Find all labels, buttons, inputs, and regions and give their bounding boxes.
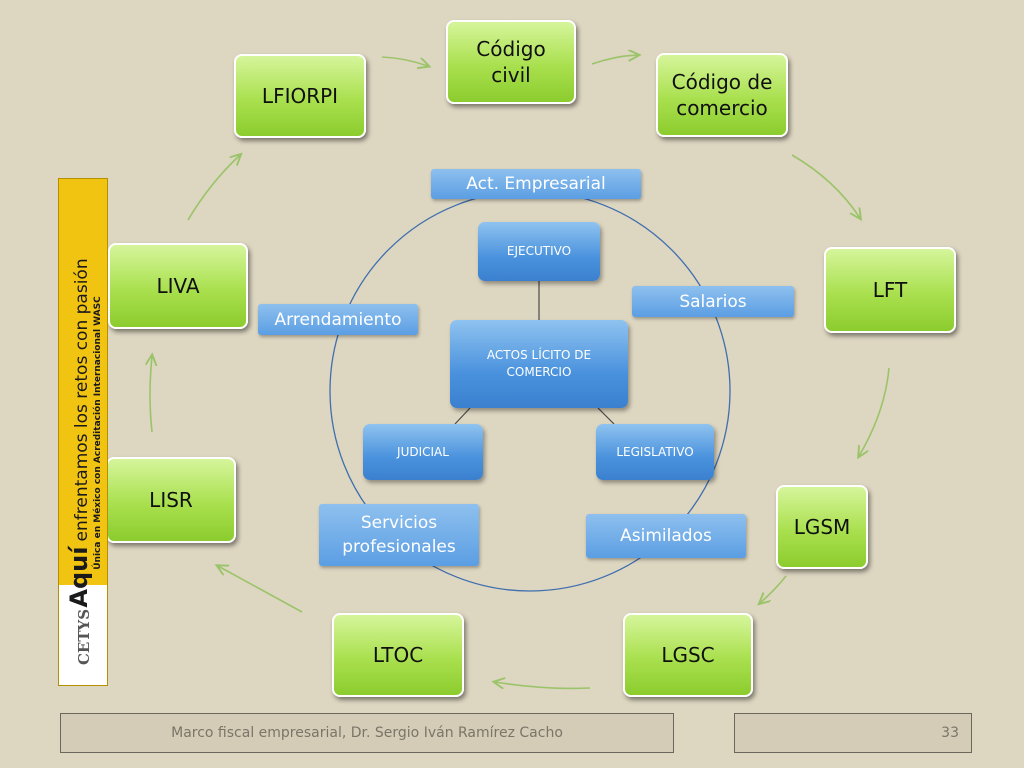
tag-salarios: Salarios xyxy=(632,286,794,317)
logo-brand: CETYS xyxy=(75,608,93,666)
arrow-lisr-liva xyxy=(150,356,152,433)
node-lisr: LISR xyxy=(106,457,236,543)
node-ejecutivo-label: EJECUTIVO xyxy=(506,244,572,258)
node-judicial: JUDICIAL xyxy=(363,424,483,480)
node-judicial-label: JUDICIAL xyxy=(397,444,449,459)
node-lgsm-label: LGSM xyxy=(793,515,851,539)
logo-white-band xyxy=(59,585,107,685)
node-lft-label: LFT xyxy=(872,278,908,302)
tag-arrendamiento-label: Arrendamiento xyxy=(274,309,402,330)
node-lfiorpi-label: LFIORPI xyxy=(261,84,339,108)
node-liva-label: LIVA xyxy=(156,274,200,298)
line-root-legislativo xyxy=(597,407,615,425)
arrow-lfiorpi-codigo-civil xyxy=(381,56,428,66)
tag-salarios-label: Salarios xyxy=(679,291,747,312)
node-lgsm: LGSM xyxy=(776,485,868,569)
tag-asimilados-label: Asimilados xyxy=(620,526,712,546)
tag-asimilados: Asimilados xyxy=(586,514,746,558)
node-lisr-label: LISR xyxy=(149,488,193,512)
node-actos-licito: ACTOS LÍCITO DE COMERCIO xyxy=(450,320,628,408)
node-codigo-comercio-label: Código de comercio xyxy=(671,70,773,120)
arrow-lft-lgsm xyxy=(859,367,890,456)
node-codigo-civil-label: Código civil xyxy=(476,37,546,87)
tag-servicios-profesionales: Servicios profesionales xyxy=(319,504,479,566)
node-legislativo-label: LEGISLATIVO xyxy=(616,444,694,459)
footer-page-box: 33 xyxy=(734,713,972,753)
node-lft: LFT xyxy=(824,247,956,333)
arrow-comercio-lft xyxy=(791,154,860,218)
page-number: 33 xyxy=(941,725,959,741)
node-legislativo: LEGISLATIVO xyxy=(596,424,714,480)
node-ltoc-label: LTOC xyxy=(372,643,424,667)
node-codigo-comercio: Código de comercio xyxy=(656,53,788,137)
tag-act-empresarial: Act. Empresarial xyxy=(431,169,641,199)
arrow-codigo-civil-comercio xyxy=(591,55,638,65)
node-actos-licito-label: ACTOS LÍCITO DE COMERCIO xyxy=(486,348,592,379)
arrow-ltoc-lisr xyxy=(218,566,303,613)
node-lfiorpi: LFIORPI xyxy=(234,54,366,138)
node-lgsc: LGSC xyxy=(623,613,753,697)
university-logo-banner: Aquí enfrentamos los retos con pasión Ún… xyxy=(58,178,108,686)
tag-arrendamiento: Arrendamiento xyxy=(258,304,418,335)
footer-title: Marco fiscal empresarial, Dr. Sergio Ivá… xyxy=(171,725,563,741)
arrow-lgsc-ltoc xyxy=(495,682,591,690)
logo-slogan-rest: enfrentamos los retos con pasión xyxy=(72,258,92,542)
node-codigo-civil: Código civil xyxy=(446,20,576,104)
tag-act-empresarial-label: Act. Empresarial xyxy=(466,174,606,194)
footer-title-box: Marco fiscal empresarial, Dr. Sergio Ivá… xyxy=(60,713,674,753)
arrow-lgsm-lgsc xyxy=(760,575,787,603)
node-ejecutivo: EJECUTIVO xyxy=(478,222,600,281)
logo-tagline: Única en México con Acreditación Interna… xyxy=(93,296,103,570)
tag-servicios-profesionales-label: Servicios profesionales xyxy=(342,513,456,557)
node-ltoc: LTOC xyxy=(332,613,464,697)
arrow-liva-lfiorpi xyxy=(187,155,240,221)
node-liva: LIVA xyxy=(108,243,248,329)
node-lgsc-label: LGSC xyxy=(661,643,715,667)
line-root-judicial xyxy=(454,407,471,425)
